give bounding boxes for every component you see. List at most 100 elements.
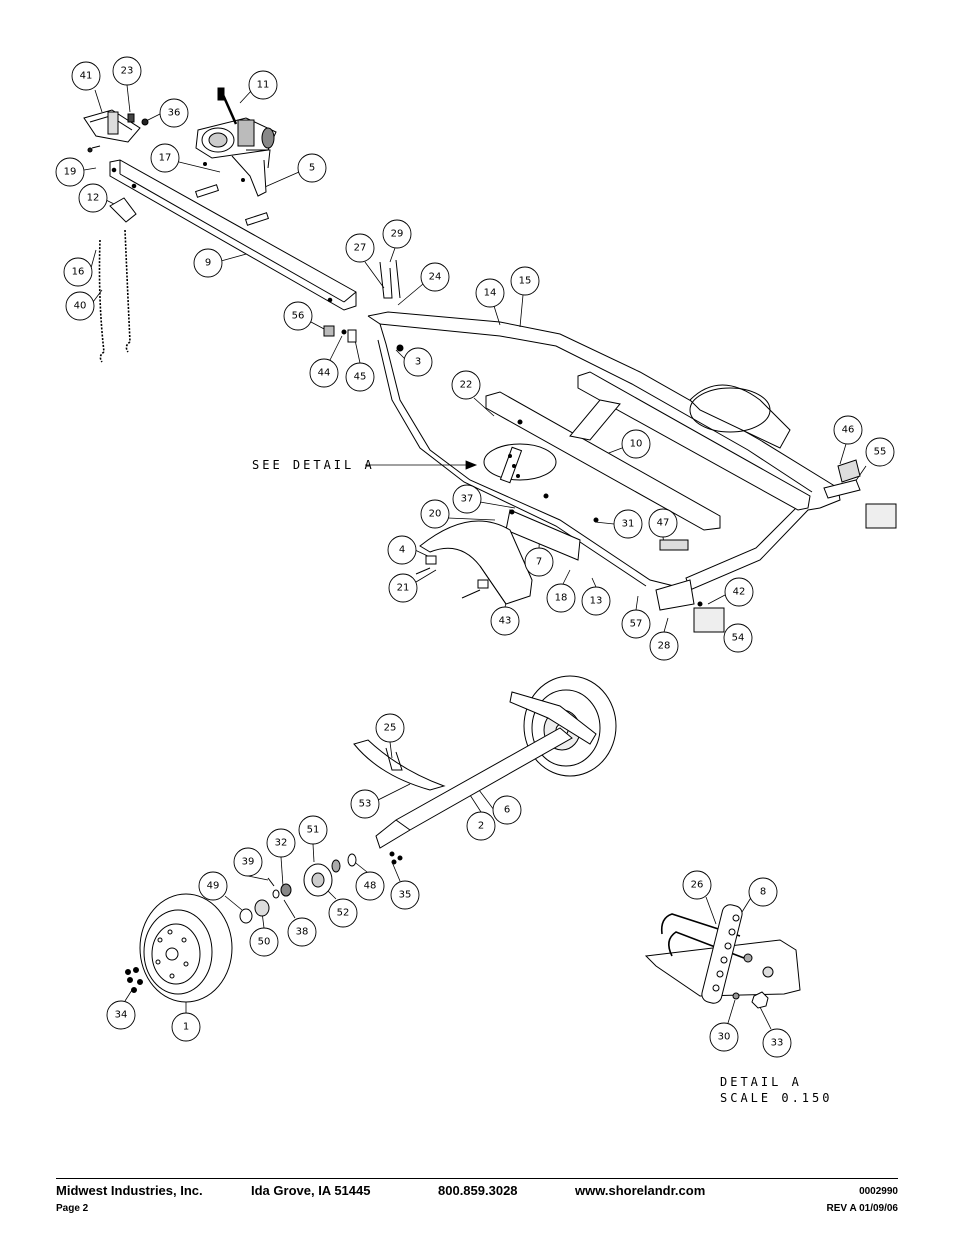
balloon-label: 22 <box>460 380 473 391</box>
balloon-circle <box>466 811 496 841</box>
balloon-circle <box>193 248 223 278</box>
balloon-56: 56 <box>283 301 313 331</box>
balloon-circle <box>762 1028 792 1058</box>
detail-title: DETAIL A <box>720 1075 802 1089</box>
balloon-label: 48 <box>364 881 377 892</box>
detail-a-drawing <box>644 904 801 1009</box>
balloon-label: 56 <box>292 311 305 322</box>
balloon-circle <box>649 631 679 661</box>
balloon-label: 46 <box>842 425 855 436</box>
balloon-52: 52 <box>328 898 358 928</box>
balloon-20: 20 <box>420 499 450 529</box>
balloon-label: 18 <box>555 593 568 604</box>
company-name: Midwest Industries, Inc. <box>56 1183 203 1198</box>
balloon-32: 32 <box>266 828 296 858</box>
balloon-25: 25 <box>375 713 405 743</box>
company-city: Ida Grove, IA 51445 <box>251 1183 371 1198</box>
fender-drawing <box>415 520 533 605</box>
balloon-label: 51 <box>307 825 320 836</box>
balloon-10: 10 <box>621 429 651 459</box>
balloon-circle <box>248 70 278 100</box>
balloon-label: 43 <box>499 616 512 627</box>
balloon-label: 15 <box>519 276 532 287</box>
balloon-label: 5 <box>309 163 315 174</box>
balloon-circle <box>345 233 375 263</box>
balloon-label: 27 <box>354 243 367 254</box>
chain-bracket-drawing <box>109 197 137 223</box>
balloon-22: 22 <box>451 370 481 400</box>
balloon-circle <box>510 266 540 296</box>
balloon-circle <box>345 362 375 392</box>
balloon-55: 55 <box>865 437 895 467</box>
balloon-label: 19 <box>64 167 77 178</box>
balloon-circle <box>648 508 678 538</box>
balloon-53: 53 <box>350 789 380 819</box>
balloon-label: 1 <box>183 1022 189 1033</box>
balloon-circle <box>355 871 385 901</box>
balloon-label: 39 <box>242 857 255 868</box>
balloon-circle <box>451 370 481 400</box>
safety-chains-drawing <box>98 229 131 363</box>
balloon-31: 31 <box>613 509 643 539</box>
balloon-label: 44 <box>318 368 331 379</box>
balloon-circle <box>723 623 753 653</box>
balloon-43: 43 <box>490 606 520 636</box>
balloon-circle <box>249 927 279 957</box>
tongue-hardware-drawing <box>323 259 404 352</box>
balloon-46: 46 <box>833 415 863 445</box>
balloon-circle <box>490 606 520 636</box>
coupler-assembly-drawing <box>83 109 149 153</box>
balloon-label: 42 <box>733 587 746 598</box>
balloon-label: 33 <box>771 1038 784 1049</box>
taillights-drawing <box>655 459 897 633</box>
trailer-frame-drawing <box>367 311 841 591</box>
balloon-circle <box>420 262 450 292</box>
balloon-label: 35 <box>399 890 412 901</box>
balloon-label: 30 <box>718 1032 731 1043</box>
balloon-circle <box>150 143 180 173</box>
hub-assembly-drawing <box>239 853 357 924</box>
balloon-label: 57 <box>630 619 643 630</box>
balloon-label: 34 <box>115 1010 128 1021</box>
balloon-5: 5 <box>297 153 327 183</box>
balloon-label: 2 <box>478 821 484 832</box>
balloon-circle <box>106 1000 136 1030</box>
balloon-circle <box>865 437 895 467</box>
company-website[interactable]: www.shorelandr.com <box>575 1183 706 1198</box>
document-number: 0002990 <box>859 1186 898 1197</box>
balloon-label: 47 <box>657 518 670 529</box>
balloon-18: 18 <box>546 583 576 613</box>
balloon-38: 38 <box>287 917 317 947</box>
balloon-label: 17 <box>159 153 172 164</box>
balloon-48: 48 <box>355 871 385 901</box>
balloon-circle <box>287 917 317 947</box>
balloon-circle <box>171 1012 201 1042</box>
balloon-circle <box>452 484 482 514</box>
balloon-21: 21 <box>388 573 418 603</box>
balloon-2: 2 <box>466 811 496 841</box>
balloon-15: 15 <box>510 266 540 296</box>
balloon-44: 44 <box>309 358 339 388</box>
balloon-circle <box>581 586 611 616</box>
balloon-33: 33 <box>762 1028 792 1058</box>
balloon-label: 40 <box>74 301 87 312</box>
balloon-57: 57 <box>621 609 651 639</box>
balloon-19: 19 <box>55 157 85 187</box>
balloon-12: 12 <box>78 183 108 213</box>
balloon-14: 14 <box>475 278 505 308</box>
balloon-29: 29 <box>382 219 412 249</box>
leader-lines <box>83 84 867 1030</box>
balloon-label: 28 <box>658 641 671 652</box>
balloon-circle <box>198 871 228 901</box>
balloon-circle <box>621 429 651 459</box>
footer-rule <box>56 1178 898 1179</box>
balloon-label: 9 <box>205 258 211 269</box>
balloon-23: 23 <box>112 56 142 86</box>
balloon-circle <box>375 713 405 743</box>
balloon-circle <box>613 509 643 539</box>
balloon-17: 17 <box>150 143 180 173</box>
balloon-42: 42 <box>724 577 754 607</box>
balloon-label: 38 <box>296 927 309 938</box>
balloon-label: 7 <box>536 557 542 568</box>
